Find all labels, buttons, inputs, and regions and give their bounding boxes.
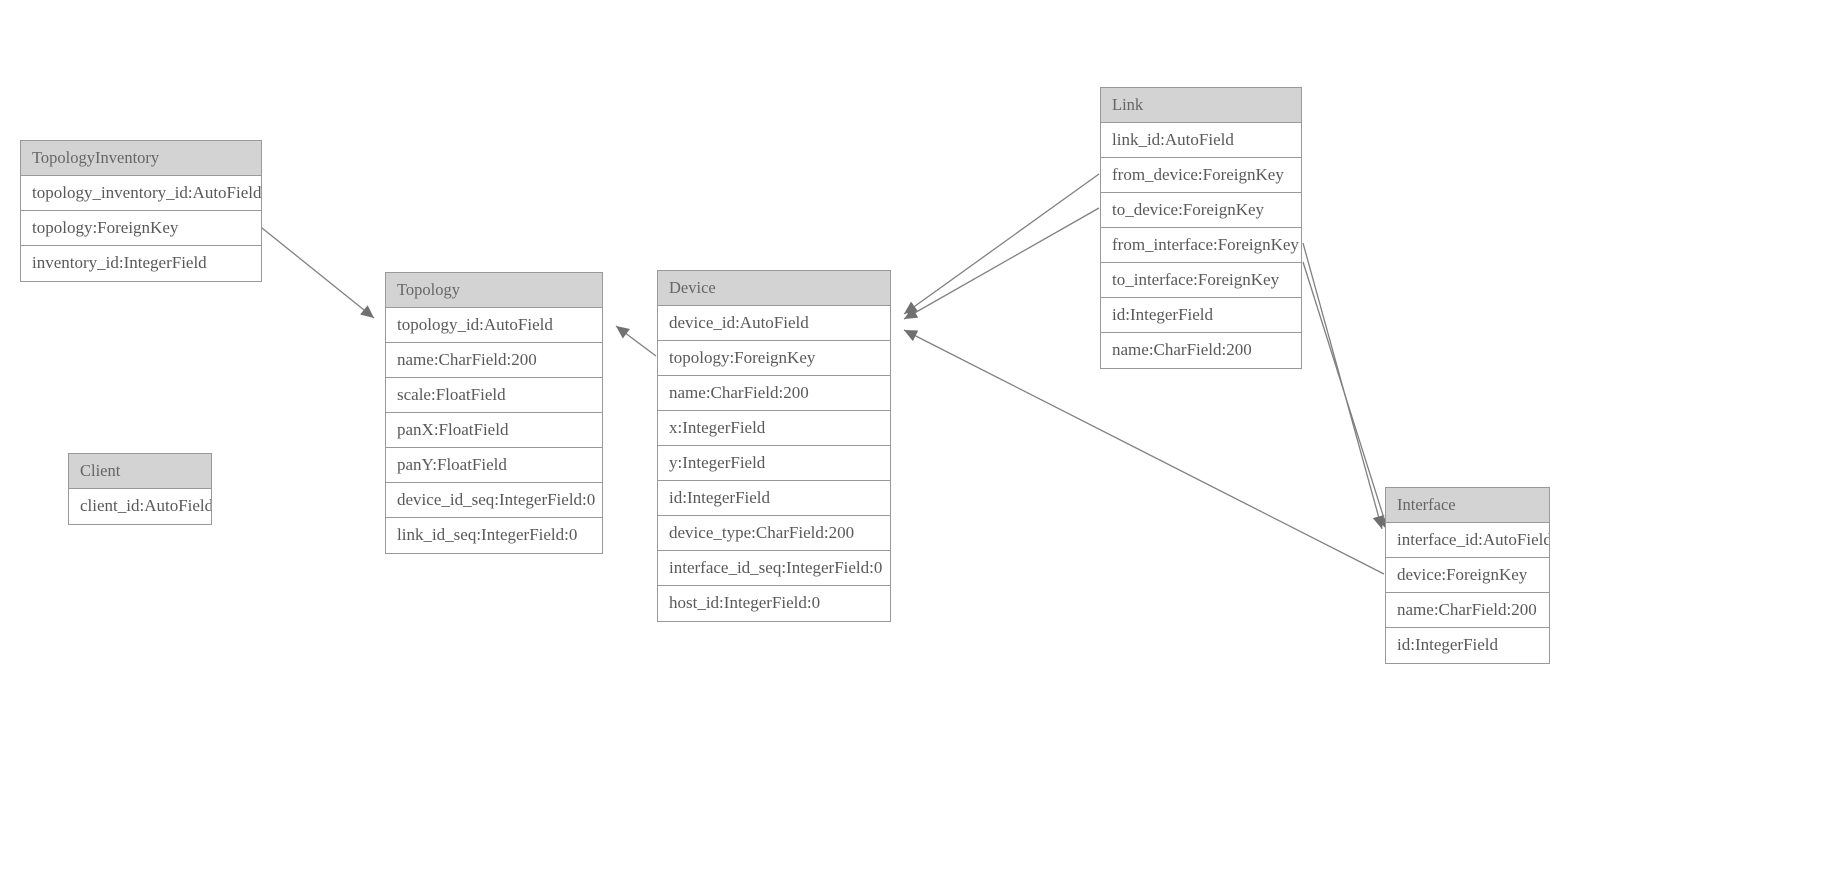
attribute-row[interactable]: host_id:IntegerField:0 [669, 593, 821, 612]
attribute-row[interactable]: name:CharField:200 [1112, 340, 1252, 359]
attribute-row[interactable]: panX:FloatField [386, 413, 602, 448]
attribute-row[interactable]: interface_id_seq:IntegerField:0 [658, 551, 890, 586]
attribute-row[interactable]: client_id:AutoField [80, 496, 211, 515]
entity-title-device: Device [658, 271, 890, 306]
attribute-row[interactable]: name:CharField:200 [1386, 593, 1549, 628]
attribute-row[interactable]: scale:FloatField [386, 378, 602, 413]
edge-link-from-device [903, 173, 1100, 315]
attribute-row[interactable]: to_interface:ForeignKey [1101, 263, 1301, 298]
edge-link-to-device [903, 207, 1100, 320]
attribute-row[interactable]: topology_inventory_id:AutoField [21, 176, 261, 211]
entity-title-topology: Topology [386, 273, 602, 308]
entity-title-interface: Interface [1386, 488, 1549, 523]
edge-interface-device [903, 329, 1385, 575]
attribute-row[interactable]: device_type:CharField:200 [658, 516, 890, 551]
attribute-row[interactable]: topology:ForeignKey [21, 211, 261, 246]
entity-title-link: Link [1101, 88, 1301, 123]
attribute-row[interactable]: topology:ForeignKey [658, 341, 890, 376]
attribute-row[interactable]: device:ForeignKey [1386, 558, 1549, 593]
attribute-row[interactable]: y:IntegerField [658, 446, 890, 481]
attribute-row[interactable]: id:IntegerField [1101, 298, 1301, 333]
attribute-row[interactable]: link_id_seq:IntegerField:0 [397, 525, 578, 544]
attribute-row[interactable]: name:CharField:200 [386, 343, 602, 378]
edge-topologyinventory-topology [261, 227, 375, 319]
attribute-row[interactable]: device_id:AutoField [658, 306, 890, 341]
entity-client[interactable]: Client client_id:AutoField [68, 453, 212, 525]
edge-link-to-interface [1302, 261, 1390, 532]
attribute-row[interactable]: id:IntegerField [658, 481, 890, 516]
entity-title-topologyinventory: TopologyInventory [21, 141, 261, 176]
attribute-row[interactable]: name:CharField:200 [658, 376, 890, 411]
attribute-row[interactable]: link_id:AutoField [1101, 123, 1301, 158]
attribute-row[interactable]: id:IntegerField [1397, 635, 1499, 654]
edge-device-topology [615, 325, 657, 357]
attribute-row[interactable]: from_interface:ForeignKey [1101, 228, 1301, 263]
attribute-row[interactable]: topology_id:AutoField [386, 308, 602, 343]
attribute-row[interactable]: to_device:ForeignKey [1101, 193, 1301, 228]
entity-title-client: Client [69, 454, 211, 489]
attribute-row[interactable]: device_id_seq:IntegerField:0 [386, 483, 602, 518]
attribute-row[interactable]: interface_id:AutoField [1386, 523, 1549, 558]
attribute-row[interactable]: from_device:ForeignKey [1101, 158, 1301, 193]
attribute-row[interactable]: inventory_id:IntegerField [32, 253, 207, 272]
attribute-row[interactable]: panY:FloatField [386, 448, 602, 483]
attribute-row[interactable]: x:IntegerField [658, 411, 890, 446]
